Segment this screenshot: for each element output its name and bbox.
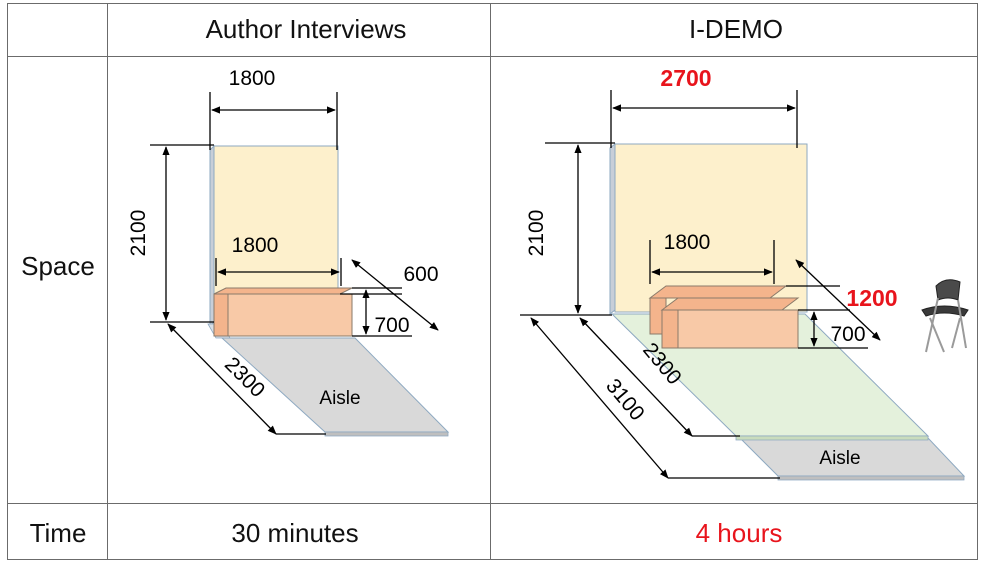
idemo-dimensions — [520, 90, 881, 479]
author-aisle-label: Aisle — [319, 388, 360, 409]
idemo-wall-width-label: 2700 — [660, 65, 711, 91]
row-label-space: Space — [21, 251, 95, 281]
idemo-wall-height-label: 2100 — [525, 210, 548, 257]
author-wall-height-label: 2100 — [127, 210, 150, 257]
author-table-width-label: 1800 — [232, 234, 279, 257]
time-author-interviews: 30 minutes — [231, 518, 358, 548]
row-label-time: Time — [30, 518, 87, 548]
header-i-demo: I-DEMO — [689, 14, 783, 44]
folding-chair-icon — [921, 279, 969, 353]
idemo-wall — [614, 143, 808, 313]
idemo-table-height-label: 700 — [830, 323, 865, 346]
author-table-height-label: 700 — [374, 314, 409, 337]
header-author-interviews: Author Interviews — [206, 14, 407, 44]
idemo-table — [648, 285, 788, 299]
comparison-table-grid — [7, 3, 978, 560]
idemo-table-width-label: 1800 — [664, 231, 711, 254]
idemo-table-depth-label: 1200 — [846, 285, 897, 311]
author-wall-width-label: 1800 — [229, 67, 276, 90]
author-dimensions — [150, 92, 439, 435]
time-i-demo: 4 hours — [696, 518, 783, 548]
idemo-booth — [609, 142, 966, 481]
author-table — [213, 287, 353, 295]
author-table-depth-label: 600 — [403, 263, 438, 286]
idemo-aisle-label: Aisle — [819, 448, 860, 469]
